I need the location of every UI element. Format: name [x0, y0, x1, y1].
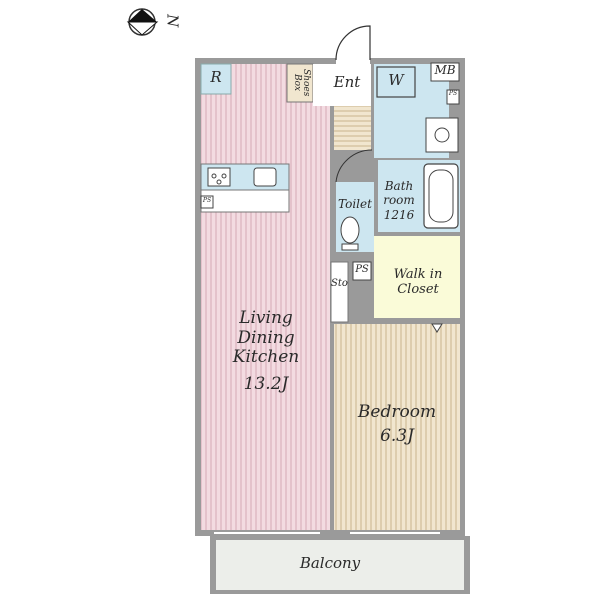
kitchen-counter — [200, 163, 290, 213]
washer-label: W — [388, 71, 404, 89]
walk-in-closet-label: Walk in Closet — [393, 267, 443, 297]
pipe-space-washroom — [446, 89, 460, 105]
bathroom-size: 1216 — [383, 208, 415, 222]
pipe-space-kitchen-label: PS — [202, 197, 212, 204]
hallway — [334, 106, 371, 150]
bathroom-label: Bath room — [383, 179, 415, 207]
living-dining-kitchen — [201, 64, 330, 530]
balcony — [210, 536, 470, 594]
toilet-label: Toilet — [338, 197, 372, 211]
ldk-size: 13.2J — [243, 374, 289, 394]
refrigerator-label: R — [210, 68, 222, 86]
washbasin — [425, 117, 459, 153]
pipe-space-kitchen — [200, 195, 214, 209]
pipe-space-washroom-label: PS — [448, 90, 458, 97]
balcony-label: Balcony — [299, 554, 361, 572]
north-arrow-icon — [126, 8, 159, 36]
bedroom-size: 6.3J — [380, 426, 414, 446]
meter-box-label: MB — [434, 63, 456, 77]
walk-in-closet — [374, 236, 460, 318]
compass-label: N — [163, 14, 182, 28]
bedroom-label: Bedroom — [357, 402, 437, 422]
entrance — [313, 64, 371, 106]
storage — [330, 261, 349, 323]
storage-label: Sto — [331, 278, 348, 289]
entrance-door — [335, 25, 371, 64]
pipe-space-hall — [352, 261, 372, 281]
shoes-box — [286, 63, 314, 103]
meter-box — [430, 62, 460, 82]
washer — [376, 66, 416, 98]
pipe-space-hall-label: PS — [355, 264, 369, 275]
ldk-label: Living Dining Kitchen — [232, 308, 300, 368]
bedroom — [334, 324, 460, 530]
bathtub — [423, 163, 459, 229]
entrance-label: Ent — [333, 73, 361, 91]
shoes-box-label: Shoes Box — [292, 69, 311, 97]
toilet-bowl — [340, 216, 360, 244]
refrigerator — [200, 63, 232, 95]
